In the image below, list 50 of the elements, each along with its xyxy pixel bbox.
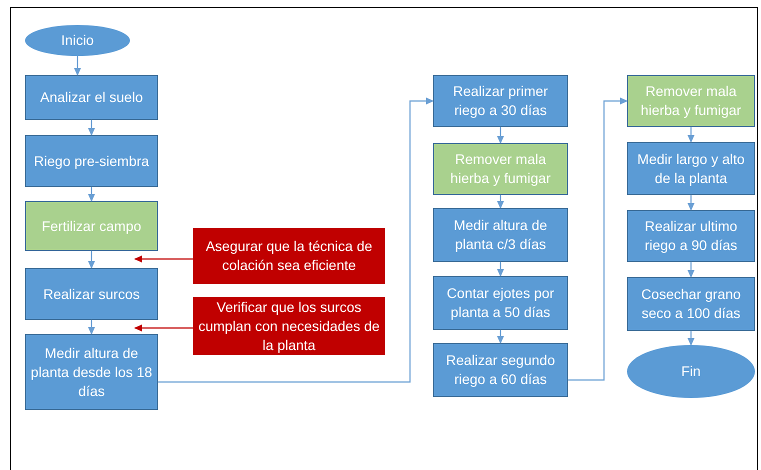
node-label: Remover mala hierba y fumigar: [449, 150, 552, 188]
node-label: Analizar el suelo: [40, 88, 143, 107]
node-label: Medir altura de planta c/3 días: [452, 216, 548, 254]
process-box: [25, 334, 158, 410]
arrow: [688, 262, 694, 278]
arrow: [497, 195, 504, 209]
arrow: [88, 187, 95, 202]
arrow: [497, 262, 504, 277]
node-label: Asegurar que la técnica de colación sea eficiente: [204, 237, 374, 275]
node-label: Fertilizar campo: [42, 216, 142, 236]
process-box: [25, 201, 158, 251]
node-label: Inicio: [61, 31, 94, 50]
process-box: [627, 277, 755, 331]
arrow: [134, 256, 193, 262]
arrow: [688, 127, 694, 143]
arrow: [688, 195, 694, 211]
process-box: [25, 75, 158, 120]
node-label: Cosechar grano seco a 100 días: [640, 285, 742, 323]
arrow: [497, 330, 504, 344]
node-label: Remover mala hierba y fumigar: [640, 82, 742, 120]
process-box: [627, 75, 755, 127]
node-label: Verificar que los surcos cumplan con necesidades de la planta: [197, 298, 381, 354]
node-label: Realizar ultimo riego a 90 días: [644, 217, 738, 255]
process-box: [25, 135, 158, 187]
node-label: Realizar primer riego a 30 días: [452, 82, 549, 120]
node-label: Fin: [681, 362, 701, 381]
process-box: [433, 75, 568, 127]
process-box: [25, 268, 158, 320]
arrow: [134, 324, 193, 332]
process-box: [433, 208, 568, 262]
process-box: [627, 142, 755, 195]
node-label: Realizar segundo riego a 60 días: [445, 351, 556, 389]
process-box: [627, 210, 755, 262]
process-box: [433, 143, 568, 195]
arrow: [88, 120, 95, 136]
arrow: [688, 331, 694, 346]
note-box: [193, 228, 385, 284]
arrow: [497, 127, 504, 144]
node-label: Riego pre-siembra: [34, 152, 150, 170]
node-label: Realizar surcos: [43, 284, 140, 304]
arrow: [88, 320, 95, 335]
process-box: [433, 343, 568, 397]
process-box: [433, 276, 568, 330]
arrow: [88, 251, 95, 269]
arrow: [74, 56, 81, 76]
node-label: Medir largo y alto de la planta: [636, 150, 746, 188]
arrow: [158, 98, 434, 383]
node-label: Medir altura de planta desde los 18 días: [30, 344, 153, 400]
node-label: Contar ejotes por planta a 50 días: [446, 284, 556, 322]
arrow: [568, 98, 628, 381]
